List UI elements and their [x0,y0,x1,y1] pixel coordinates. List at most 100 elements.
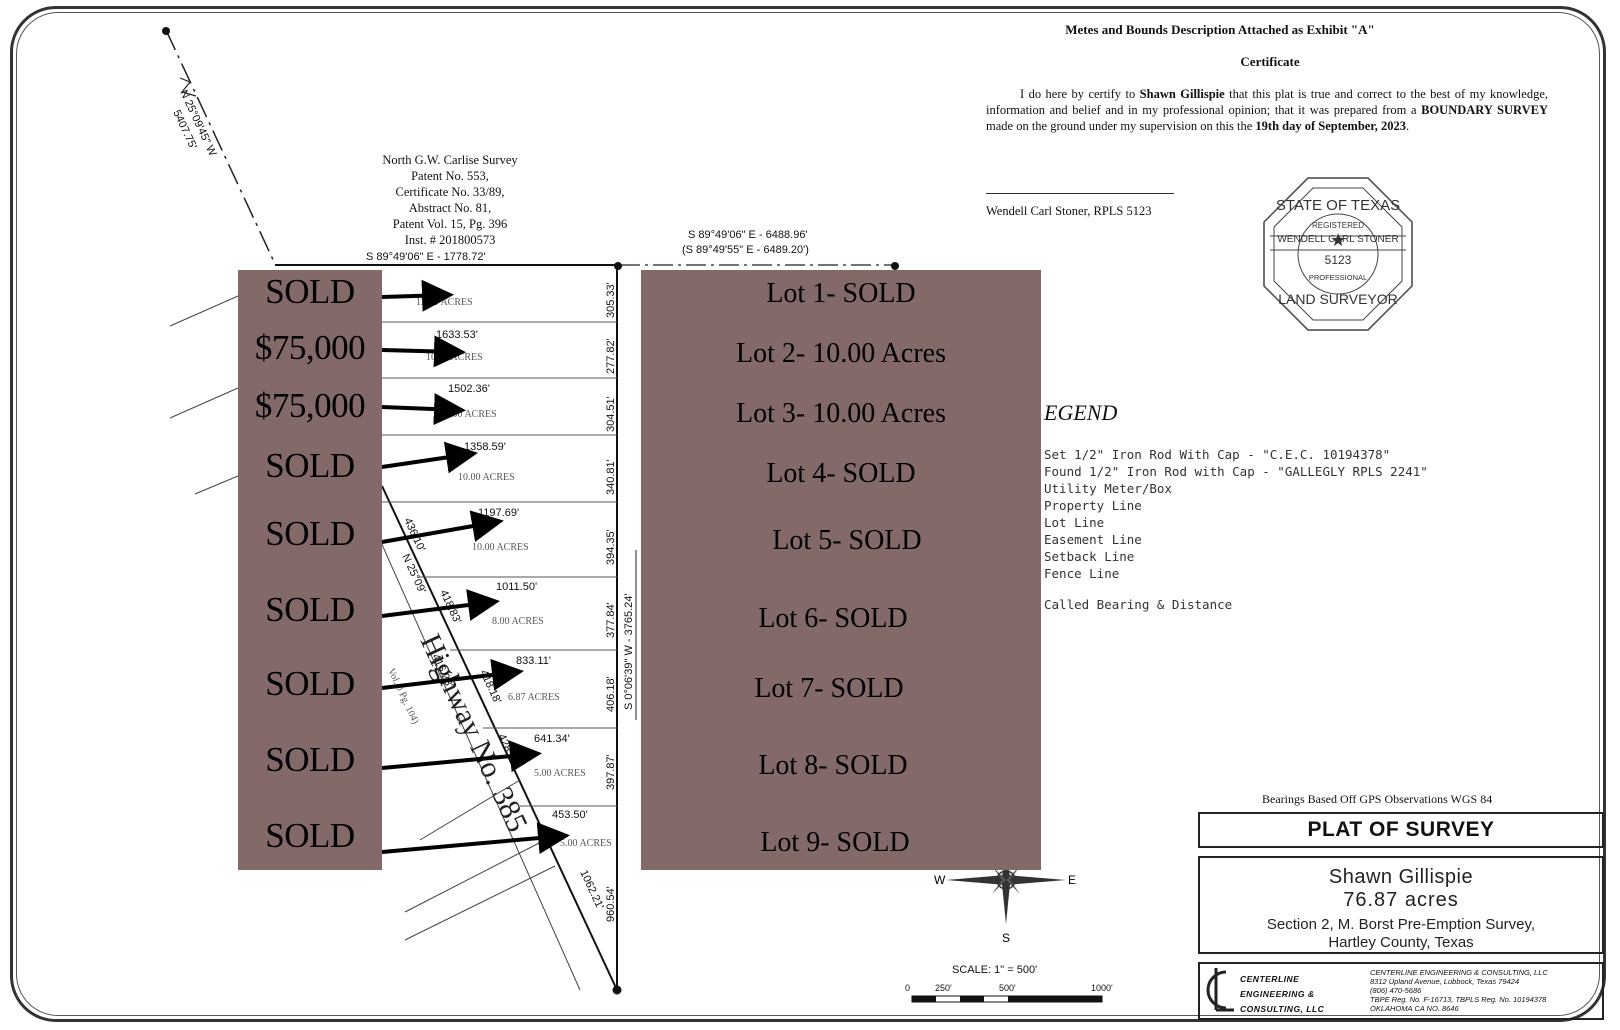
legend-item: Property Line [1044,498,1142,513]
owner-block: Shawn Gillispie 76.87 acres Section 2, M… [1198,856,1604,954]
lot-widths: 1633.53' 1502.36' 1358.59' 1197.69' 1011… [436,329,588,821]
lot-status-2: Lot 2- 10.00 Acres [736,338,946,369]
total-acres: 76.87 acres [1343,889,1459,911]
lot-acres-9: 5.00 ACRES [560,838,612,849]
lot-status-panel: Lot 1- SOLD Lot 2- 10.00 Acres Lot 3- 10… [641,270,1041,870]
east-bearing: S 0°06'39" W - 3765.24' [623,594,635,710]
lot-width-9: 453.50' [552,809,588,821]
owner-name: Shawn Gillispie [1328,866,1474,888]
lot-width-5: 1197.69' [478,507,519,519]
lot-width-4: 1358.59' [464,441,506,453]
location-line-1: Section 2, M. Borst Pre-Emption Survey, [1266,916,1536,933]
price-lot-1: SOLD [265,272,355,311]
surveyor-name: Wendell Carl Stoner, RPLS 5123 [986,204,1152,218]
svg-text:W: W [934,873,946,887]
legend-item: Found 1/2" Iron Rod with Cap - "GALLEGLY… [1044,464,1428,479]
north-bearing-right-1: S 89°49'06" E - 6488.96' [688,229,808,241]
lot-depth-1: 305.33' [605,282,617,318]
lot-status-1: Lot 1- SOLD [766,278,916,309]
lot-width-7: 833.11' [516,655,551,667]
lot-status-7: Lot 7- SOLD [754,673,904,704]
arrow-lot-6 [381,589,500,621]
arrow-lot-4 [381,441,478,474]
lot-acres-7: 6.87 ACRES [508,692,560,703]
price-lot-8: SOLD [265,740,355,779]
north-bearing-left: S 89°49'06" E - 1778.72' [366,251,486,263]
price-lot-5: SOLD [265,514,355,553]
hwy-seg-6: 1062.21' [577,868,606,911]
lot-acres-6: 8.00 ACRES [492,616,544,627]
certificate-title: Certificate [1240,54,1300,69]
svg-text:S: S [1002,931,1010,945]
arrow-lot-1 [381,279,454,312]
plat-border [10,6,1606,1022]
north-arrow-compass: W E S [934,858,1076,945]
lot-depth-3: 304.51' [605,396,617,432]
lot-depth-4: 340.81' [605,459,617,495]
exhibit-note: Metes and Bounds Description Attached as… [1065,22,1375,37]
price-lot-2: $75,000 [254,328,366,367]
highway-segments: 436.10' 418.83' 416.23' 418.18' 428.98' … [401,516,606,911]
svg-text:STATE OF TEXAS: STATE OF TEXAS [1276,197,1400,214]
price-lot-4: SOLD [265,446,355,485]
lot-depth-2: 277.82' [605,338,617,374]
surveyor-seal: STATE OF TEXAS REGISTERED ★ WENDELL CARL… [1263,177,1413,331]
legend: Set 1/2" Iron Rod With Cap - "C.E.C. 101… [1044,446,1428,613]
scale-bar [911,995,1103,1003]
svg-text:5123: 5123 [1325,253,1352,267]
lot-lines [380,321,617,807]
lot-depth-7: 406.18' [605,676,617,712]
company-name: CENTERLINE ENGINEERING & CONSULTING, LLC [1240,974,1325,1014]
legend-item: Easement Line [1044,532,1142,547]
lot-acres-4: 10.00 ACRES [458,472,515,483]
north-bearing-right-2: (S 89°49'55" E - 6489.20') [682,244,809,256]
lot-depth-8: 397.87' [605,754,617,790]
legend-title: EGEND [1044,400,1118,425]
company-block [1198,962,1604,1020]
legend-item: Setback Line [1044,549,1135,564]
legend-item: Utility Meter/Box [1044,481,1172,496]
lot-width-8: 641.34' [534,733,570,745]
svg-text:E: E [1068,873,1076,887]
lot-status-6: Lot 6- SOLD [758,603,908,634]
signature-line [986,193,1174,194]
arrow-lot-5 [381,510,504,544]
svg-text:★: ★ [1330,230,1346,250]
lot-status-9: Lot 9- SOLD [760,827,910,858]
svg-text:PROFESSIONAL: PROFESSIONAL [1309,273,1367,282]
svg-text:WENDELL CARL STONER: WENDELL CARL STONER [1277,234,1398,245]
lot-depth-6: 377.84' [605,602,617,638]
legend-item-called: Called Bearing & Distance [1044,597,1233,612]
lot-acres-3: 10.00 ACRES [440,409,497,420]
plat-inner-border [16,12,1600,1016]
lot-status-3: Lot 3- 10.00 Acres [736,398,946,429]
scale-label: SCALE: 1" = 500' [952,964,1038,976]
survey-note-line: North G.W. Carlise Survey [382,153,518,167]
price-lot-3: $75,000 [254,386,366,425]
legend-item: Fence Line [1044,566,1120,581]
lot-acres-8: 5.00 ACRES [534,768,586,779]
arrow-lot-7 [381,658,524,691]
price-lot-9: SOLD [265,816,355,855]
company-logo [1206,968,1234,1012]
price-lot-6: SOLD [265,590,355,629]
lot-width-3: 1502.36' [448,383,490,395]
lot-status-8: Lot 8- SOLD [758,750,908,781]
survey-note-line: Patent Vol. 15, Pg. 396 [392,217,508,231]
arrow-lot-9 [381,822,570,855]
lot-depth-5: 394.35' [605,529,617,565]
price-overlay-panel: SOLD $75,000 $75,000 SOLD SOLD SOLD SOLD… [238,270,382,870]
survey-note-line: Inst. # 201800573 [404,233,496,247]
survey-note-line: Patent No. 553, [411,169,489,183]
company-address: CENTERLINE ENGINEERING & CONSULTING, LLC… [1370,968,1548,1013]
lot-status-4: Lot 4- SOLD [766,458,916,489]
survey-note-line: Abstract No. 81, [408,201,492,215]
lot-width-6: 1011.50' [496,581,537,593]
lot-depth-9: 960.54' [605,886,617,922]
survey-note: North G.W. Carlise Survey Patent No. 553… [340,152,560,248]
lot-status-5: Lot 5- SOLD [772,525,922,556]
survey-note-line: Certificate No. 33/89, [395,185,505,199]
lot-acres-1: 12.00 ACRES [416,297,473,308]
arrow-lot-8 [381,740,542,773]
